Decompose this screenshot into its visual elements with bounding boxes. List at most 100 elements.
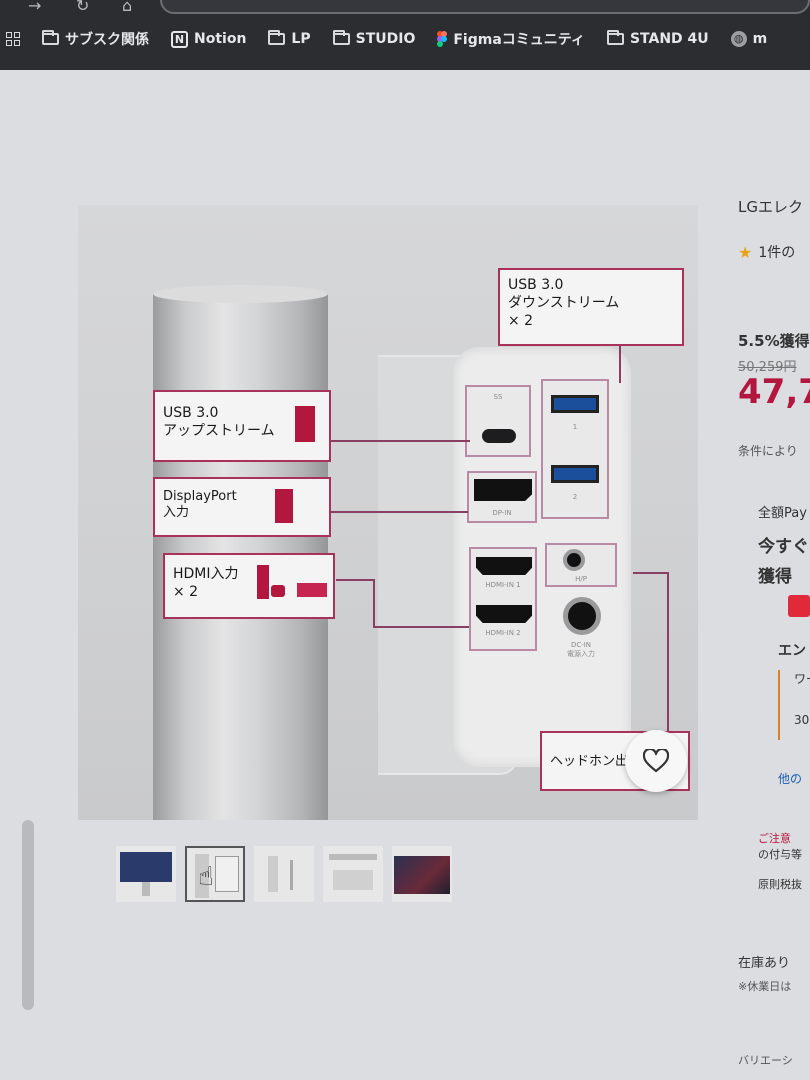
conditions-text: 条件により xyxy=(738,444,798,458)
offer-list: ワー 30 xyxy=(778,670,810,740)
bookmark-label: STAND 4U xyxy=(629,31,709,47)
laptop-icon xyxy=(297,583,327,597)
notice-text: の付与等 xyxy=(758,848,802,861)
address-bar[interactable] xyxy=(160,0,810,14)
callout-text: HDMI入力 × 2 xyxy=(173,566,239,600)
port-label: DP-IN xyxy=(492,509,512,517)
bookmark-figma[interactable]: Figmaコミュニティ xyxy=(437,29,585,49)
connector-line xyxy=(336,579,374,581)
hdmi-port-group: HDMI-IN 1 HDMI-IN 2 xyxy=(469,547,537,651)
thumbnail-2[interactable] xyxy=(185,846,245,902)
apps-grid-icon xyxy=(6,32,20,46)
dc-in-jack xyxy=(563,597,601,635)
reload-icon[interactable]: ↻ xyxy=(76,0,90,15)
displayport-port xyxy=(474,479,532,501)
bookmark-apps[interactable] xyxy=(6,32,20,46)
thumbnail-3[interactable] xyxy=(254,846,314,902)
rating-row[interactable]: ★ 1件の xyxy=(738,242,795,262)
favorite-button[interactable] xyxy=(625,730,687,792)
port-panel: SS 1 2 DP-IN HDMI-IN 1 HDMI-IN 2 H/P DC-… xyxy=(453,347,631,767)
forward-icon[interactable]: → xyxy=(28,0,42,15)
home-icon[interactable]: ⌂ xyxy=(122,0,133,15)
callout-text: USB 3.0 ダウンストリーム × 2 xyxy=(508,277,620,329)
callout-text: USB 3.0 アップストリーム xyxy=(163,405,275,439)
promo-line-2: 獲得 xyxy=(758,567,792,587)
headphone-jack-group: H/P xyxy=(545,543,617,587)
pc-tower-icon xyxy=(257,565,269,599)
hdmi-port-1 xyxy=(476,557,532,575)
thumbnail-1[interactable] xyxy=(116,846,176,902)
port-label: H/P xyxy=(575,575,587,583)
bookmark-other[interactable]: ◍ m xyxy=(730,31,767,47)
paypay-text: 全額Pay xyxy=(758,506,807,521)
callout-usb-downstream: USB 3.0 ダウンストリーム × 2 xyxy=(498,268,684,346)
thumbnail-4[interactable] xyxy=(323,846,383,902)
usb-port-icon xyxy=(295,406,315,442)
connector-line xyxy=(330,440,470,442)
folder-icon xyxy=(332,30,350,45)
port-label: 2 xyxy=(572,493,578,501)
connector-line xyxy=(373,626,469,628)
diagram-thumb-2 xyxy=(333,870,373,890)
star-icon: ★ xyxy=(738,242,753,262)
side-thumb xyxy=(268,856,278,892)
list-price: 50,259円 xyxy=(738,360,797,375)
bookmark-label: Figmaコミュニティ xyxy=(453,32,585,48)
diagram-thumb xyxy=(329,854,377,860)
section-heading: エン xyxy=(778,643,806,659)
connector-line xyxy=(667,572,669,732)
more-link[interactable]: 他の xyxy=(778,772,803,786)
folder-icon xyxy=(42,30,59,45)
sale-price: 47,7 xyxy=(738,372,810,412)
usba-port-group: 1 2 xyxy=(541,379,609,519)
folder-icon xyxy=(268,30,286,45)
offer-item-2: 30 xyxy=(794,713,810,727)
bookmark-studio[interactable]: STUDIO xyxy=(332,30,416,47)
usba-port-2 xyxy=(551,465,599,483)
callout-hdmi: HDMI入力 × 2 xyxy=(163,553,335,619)
monitor-thumb xyxy=(120,852,172,882)
folder-icon xyxy=(606,30,624,45)
bookmark-lp[interactable]: LP xyxy=(268,30,311,47)
bookmark-subscriptions[interactable]: サブスク関係 xyxy=(42,29,149,49)
browser-chrome: → ↻ ⌂ サブスク関係 N Notion LP STUDIO xyxy=(0,0,810,70)
thumbnail-strip xyxy=(116,846,452,902)
notion-icon: N xyxy=(171,30,188,48)
bookmark-label: Notion xyxy=(194,31,247,47)
notice-heading: ご注意 xyxy=(758,832,791,845)
usba-port-1 xyxy=(551,395,599,413)
ports-thumb xyxy=(215,856,239,892)
callout-text: ヘッドホン出力 xyxy=(550,754,642,769)
usbc-port-group: SS xyxy=(465,385,531,457)
callout-displayport: DisplayPort 入力 xyxy=(153,477,331,537)
stand-thumb xyxy=(142,882,150,896)
paypay-icon xyxy=(788,595,810,617)
bookmark-notion[interactable]: N Notion xyxy=(171,30,247,48)
globe-icon: ◍ xyxy=(730,31,747,47)
headphone-jack xyxy=(563,549,585,571)
offer-item-1: ワー xyxy=(794,672,810,686)
bookmark-label: STUDIO xyxy=(355,31,416,47)
port-label: 1 xyxy=(572,423,578,431)
brand-name[interactable]: LGエレク xyxy=(738,198,803,216)
thumbnail-5[interactable] xyxy=(392,846,452,902)
address-bar-row: → ↻ ⌂ xyxy=(0,0,810,16)
points-text: 5.5%獲得 xyxy=(738,332,810,350)
port-label: DC-IN 電源入力 xyxy=(567,641,595,658)
hand-cursor-icon: ☝ xyxy=(198,862,214,892)
scene-thumb xyxy=(394,856,450,894)
connector-line xyxy=(619,337,621,383)
connector-line xyxy=(633,572,667,574)
port-label: HDMI-IN 1 xyxy=(485,581,521,589)
port-label: SS xyxy=(493,393,503,401)
displayport-icon xyxy=(275,489,293,523)
gamepad-icon xyxy=(271,585,285,597)
bookmark-stand4u[interactable]: STAND 4U xyxy=(606,30,709,47)
bookmarks-bar: サブスク関係 N Notion LP STUDIO Figmaコミュニティ xyxy=(0,22,810,56)
pillar-thumb xyxy=(195,854,209,898)
port-label: HDMI-IN 2 xyxy=(485,629,521,637)
usbc-port xyxy=(482,429,516,443)
scrollbar[interactable] xyxy=(22,820,34,1010)
product-main-image[interactable]: SS 1 2 DP-IN HDMI-IN 1 HDMI-IN 2 H/P DC-… xyxy=(78,205,698,820)
hdmi-port-2 xyxy=(476,605,532,623)
